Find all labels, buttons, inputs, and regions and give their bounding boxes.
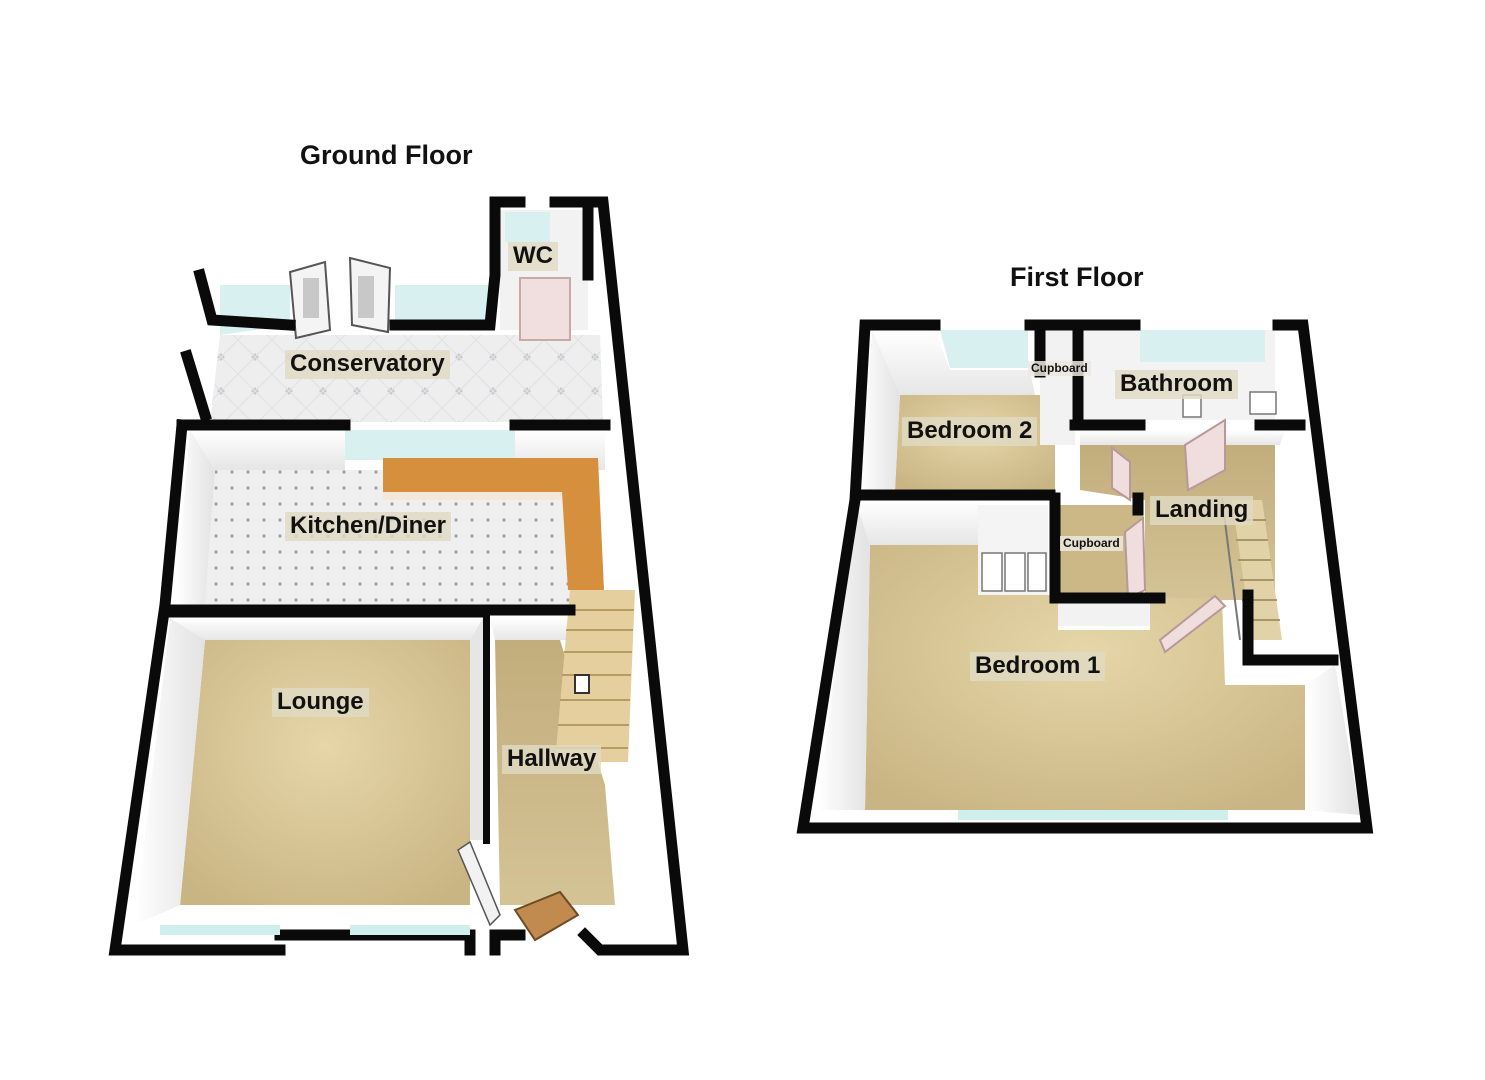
wardrobe-doors — [981, 552, 1047, 592]
lounge-wall — [170, 618, 483, 640]
room-label-landing: Landing — [1150, 496, 1254, 526]
lounge-window — [350, 925, 470, 935]
bath-sink — [1249, 391, 1277, 415]
room-label-cupboard-mid: Cupboard — [1060, 536, 1123, 552]
bedroom2-window — [940, 330, 1028, 368]
lounge-door — [457, 840, 501, 927]
bedroom2-door — [1111, 445, 1131, 502]
bedroom2-wall — [860, 330, 900, 490]
lounge-window — [160, 925, 280, 935]
wc-door — [519, 277, 571, 341]
bedroom1-wall — [855, 500, 978, 545]
hallway-divider-wall — [483, 612, 490, 844]
french-doors — [288, 256, 392, 340]
staircase-ground — [555, 590, 635, 762]
room-label-bathroom: Bathroom — [1115, 370, 1239, 400]
kitchen-wall — [175, 430, 215, 605]
first-floor-title: First Floor — [1010, 262, 1144, 292]
room-label-conservatory: Conservatory — [285, 350, 450, 380]
kitchen-worktop — [383, 458, 604, 590]
kitchen-wall — [190, 430, 345, 470]
bedroom1-window — [958, 810, 1228, 820]
ground-floor-walls — [108, 196, 690, 956]
lounge-wall — [135, 618, 205, 925]
bedroom2-wall — [872, 330, 1035, 395]
room-label-bedroom-1: Bedroom 1 — [970, 652, 1106, 682]
first-floor-walls — [796, 319, 1374, 834]
ground-floor-plan — [108, 196, 690, 956]
room-label-lounge: Lounge — [272, 688, 369, 718]
bedroom1-wall — [818, 500, 870, 810]
bedroom1-wall — [1305, 665, 1360, 815]
hallway-wall — [490, 618, 575, 640]
room-label-bedroom-2: Bedroom 2 — [902, 417, 1038, 447]
kitchen-worktop-front — [383, 492, 562, 500]
room-label-hallway: Hallway — [502, 745, 602, 775]
ground-floor-title: Ground Floor — [300, 140, 473, 170]
room-label-kitchen-diner: Kitchen/Diner — [285, 512, 452, 542]
cupboard-mid-door — [1123, 515, 1147, 600]
wc-window — [505, 212, 550, 242]
room-label-cupboard-top: Cupboard — [1028, 361, 1091, 377]
bedroom1-door — [1158, 594, 1227, 654]
kitchen-wall — [345, 430, 515, 460]
room-label-wc: WC — [508, 242, 558, 272]
landing-wall — [1080, 430, 1285, 445]
bathroom-door — [1183, 418, 1226, 492]
first-floor-plan — [796, 319, 1374, 834]
bathroom-window — [1140, 330, 1265, 362]
lounge-floor — [180, 640, 470, 905]
conservatory-glass-wall — [395, 285, 490, 325]
cupboard-top-floor — [1040, 330, 1075, 445]
front-door — [513, 890, 580, 942]
